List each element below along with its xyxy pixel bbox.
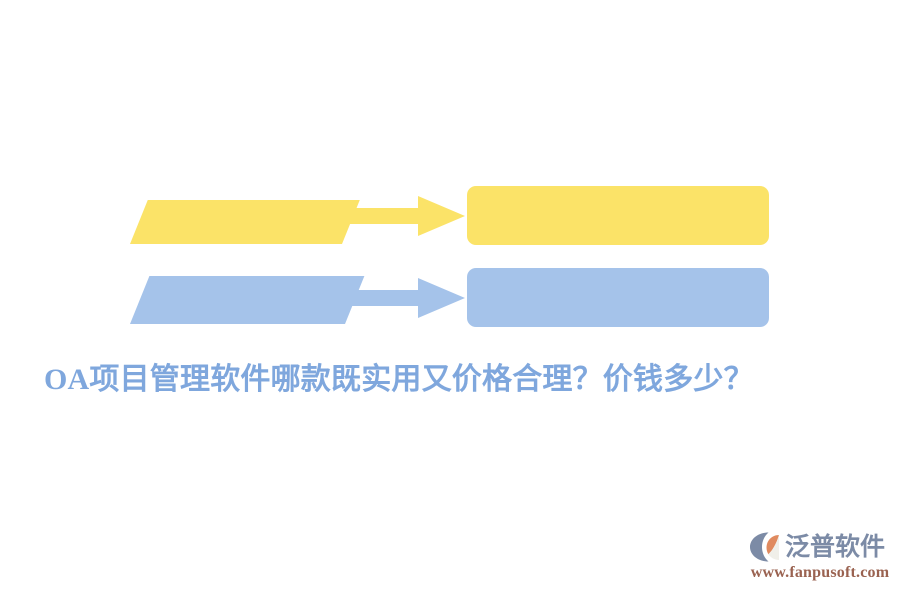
flow-arrow-yellow: [341, 186, 471, 246]
brand-name: 泛普软件: [785, 533, 886, 561]
fanpu-crescent-logo-icon: [748, 531, 782, 563]
flow-source-parallelogram-yellow: [130, 200, 360, 244]
flow-target-box-yellow: [467, 186, 769, 245]
flow-row-blue: [130, 268, 770, 328]
brand-logo-top: 泛普软件: [748, 530, 892, 564]
flow-source-parallelogram-blue: [130, 276, 365, 324]
flow-arrow-blue: [341, 268, 471, 328]
brand-logo: 泛普软件 www.fanpusoft.com: [748, 530, 892, 588]
brand-url: www.fanpusoft.com: [750, 564, 890, 581]
flow-target-box-blue: [467, 268, 769, 327]
page-title: OA项目管理软件哪款既实用又价格合理？价钱多少？: [44, 363, 754, 396]
flow-row-yellow: [130, 186, 770, 246]
